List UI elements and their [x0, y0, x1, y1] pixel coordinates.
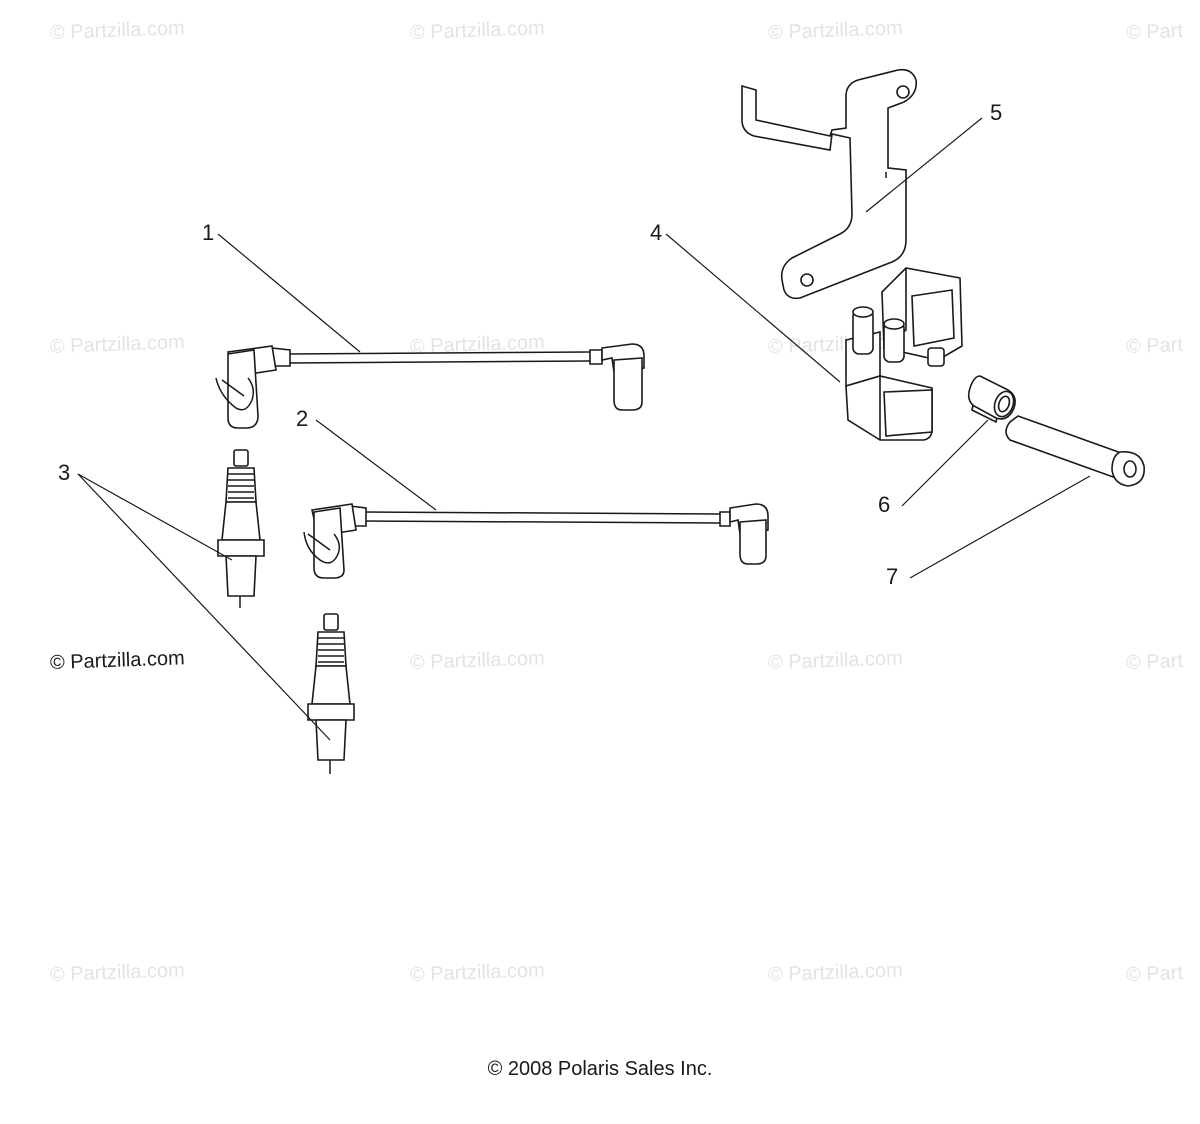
callout-4: 4: [650, 220, 663, 245]
copyright-notice: © 2008 Polaris Sales Inc.: [487, 1058, 713, 1080]
ignition-coil-part-4[interactable]: [845, 267, 963, 441]
spark-plug-part-3[interactable]: [217, 449, 265, 608]
callout-1: 1: [202, 220, 215, 245]
callout-3: 3: [58, 460, 71, 485]
callout-7: 7: [886, 564, 899, 589]
spark-plug-wire-part-2[interactable]: [303, 503, 769, 579]
spark-plug-part-3[interactable]: [307, 613, 355, 774]
callout-6: 6: [878, 492, 891, 517]
callout-2: 2: [296, 406, 309, 431]
sleeve-part-6[interactable]: [967, 375, 1017, 424]
bracket-part-5[interactable]: [741, 68, 918, 300]
spark-plug-wire-part-1[interactable]: [215, 343, 645, 429]
callout-5: 5: [990, 100, 1003, 125]
leader-lines: [77, 117, 1091, 741]
bolt-part-7[interactable]: [1005, 415, 1145, 487]
